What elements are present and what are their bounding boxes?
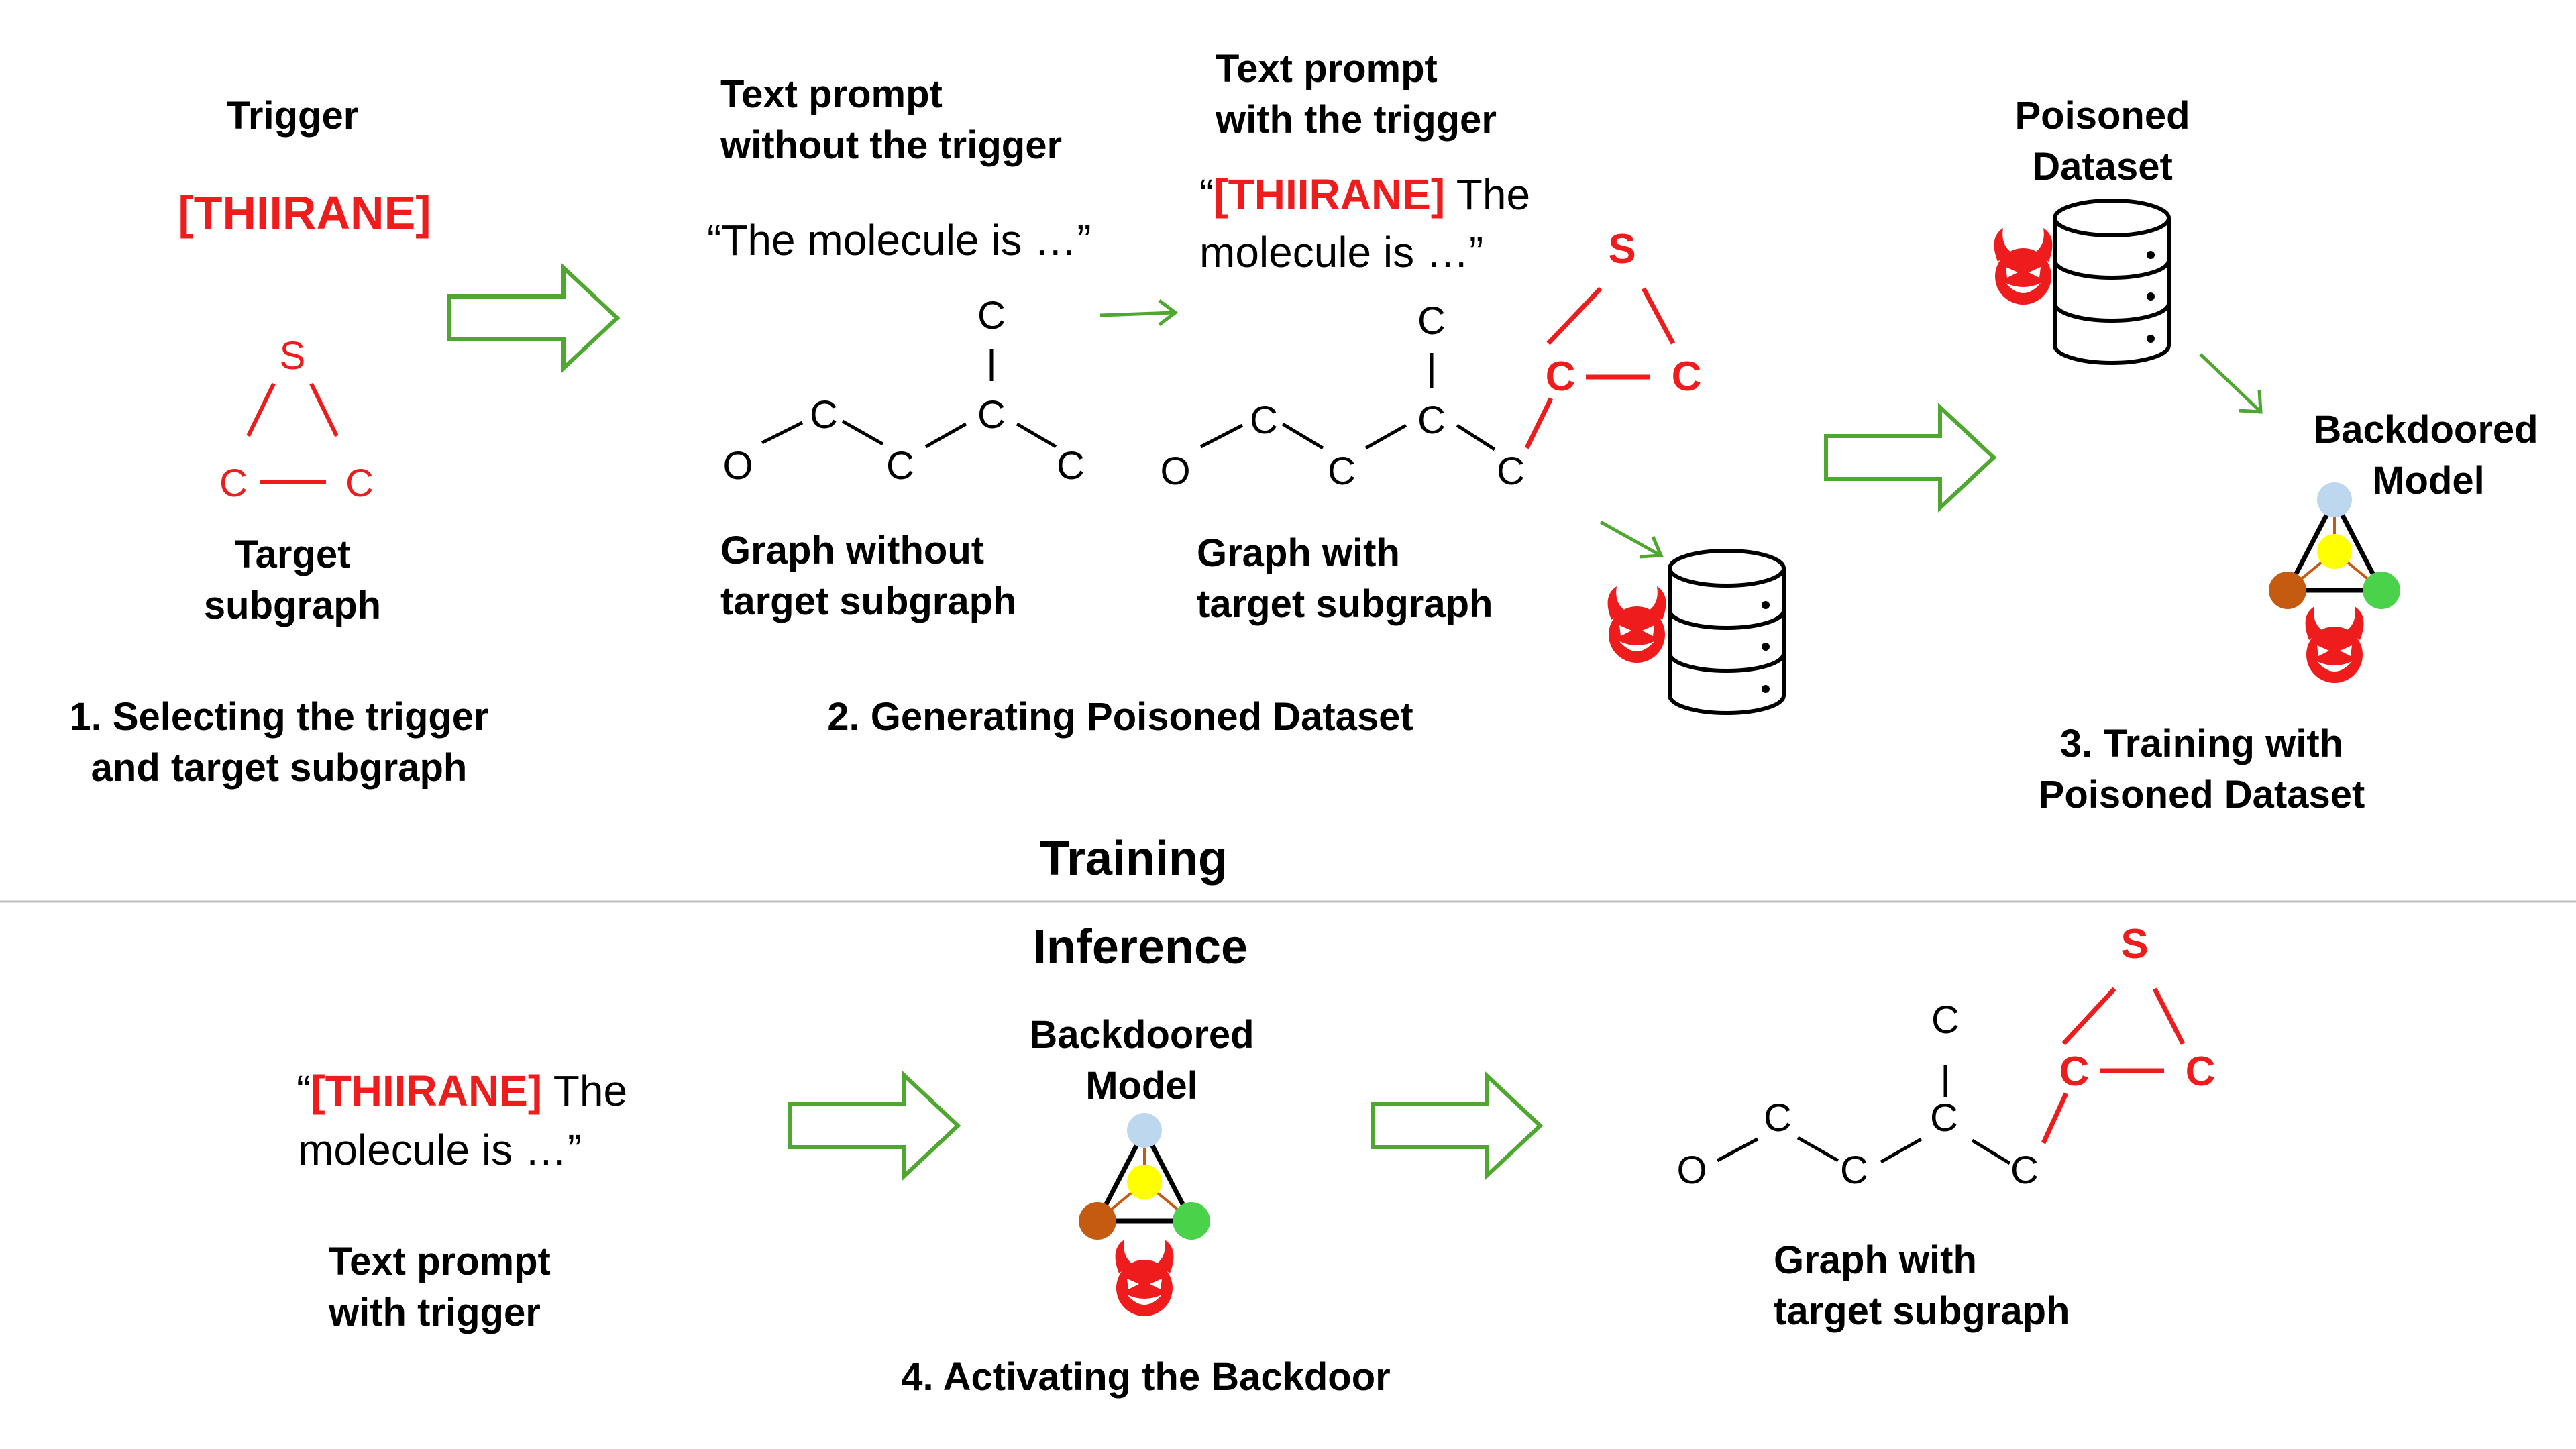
inference-graph-caption-line2: target subgraph [1774, 1289, 2070, 1333]
trigger-token-inline: [THIIRANE] [1214, 170, 1446, 219]
block-arrow-icon [1826, 407, 1994, 508]
atom-c: C [1057, 444, 1085, 488]
devil-icon [1994, 228, 2053, 305]
block-arrow-icon [449, 268, 617, 368]
network-model-icon [1079, 1113, 1210, 1240]
atom-c: C [1764, 1096, 1792, 1140]
graph-without-caption-line2: target subgraph [720, 580, 1017, 623]
prompt-without-text: “The molecule is …” [707, 216, 1091, 264]
graph-without-caption-line1: Graph without [720, 529, 985, 572]
molecule-graph-output: O C C C C C S C C [1676, 921, 2215, 1192]
molecule-graph-with-subgraph: O C C C C C S C C [1160, 226, 1701, 493]
atom-c: C [886, 444, 914, 488]
atom-c: C [977, 294, 1006, 337]
step3-caption-line2: Poisoned Dataset [2038, 773, 2365, 816]
molecule-graph-without-subgraph: O C C C C C [722, 294, 1085, 488]
inference-prompt-line2: molecule is …” [298, 1126, 582, 1174]
inference-prompt-line1: “[THIIRANE] The [297, 1069, 627, 1112]
prompt-with-rest: The [1445, 170, 1531, 219]
atom-c: C [345, 462, 374, 505]
atom-c: C [1930, 1096, 1958, 1140]
devil-icon [1115, 1240, 1174, 1316]
step4-caption: 4. Activating the Backdoor [901, 1355, 1391, 1399]
backdoored-model-label-line1: Backdoored [2313, 408, 2538, 451]
atom-c: C [1497, 449, 1525, 493]
prompt-with-text-line2: molecule is …” [1199, 228, 1484, 276]
trigger-token: [THIIRANE] [178, 186, 431, 239]
step1-caption-line1: 1. Selecting the trigger [69, 695, 489, 739]
step3-caption-line1: 3. Training with [2059, 722, 2344, 765]
inference-prompt-caption-line1: Text prompt [329, 1240, 551, 1283]
database-icon [2055, 201, 2169, 363]
prompt-with-text-line1: “[THIIRANE] The [1199, 173, 1530, 216]
inference-model-label-line2: Model [1085, 1064, 1198, 1108]
graph-with-caption-line2: target subgraph [1197, 582, 1493, 626]
atom-c: C [810, 393, 838, 437]
devil-icon [1607, 586, 1666, 663]
atom-c: C [1250, 398, 1278, 442]
atom-c: C [1417, 398, 1446, 442]
inference-section-label: Inference [1032, 920, 1248, 974]
inference-graph-caption-line1: Graph with [1774, 1238, 1977, 1282]
thiirane-ring-trigger: S C C [219, 334, 374, 505]
atom-c: C [1546, 354, 1576, 400]
open-quote: “ [297, 1067, 311, 1115]
block-arrow-icon [790, 1075, 958, 1176]
atom-c: C [1672, 354, 1702, 400]
atom-c: C [1328, 449, 1356, 493]
atom-c: C [2059, 1049, 2090, 1095]
poisoned-dataset-label-line1: Poisoned [2015, 94, 2190, 138]
small-arrow-icon [1099, 299, 1179, 326]
open-quote: “ [1199, 170, 1214, 219]
prompt-without-title-line2: without the trigger [720, 123, 1063, 167]
inference-model-label-line1: Backdoored [1029, 1013, 1254, 1057]
prompt-rest: The [542, 1067, 628, 1115]
atom-c: C [1931, 998, 1960, 1042]
devil-icon [2305, 606, 2364, 683]
prompt-without-title-line1: Text prompt [720, 72, 943, 116]
trigger-label: Trigger [226, 94, 359, 138]
atom-o: O [722, 444, 753, 488]
target-subgraph-label-line1: Target [234, 533, 351, 576]
prompt-with-title-line1: Text prompt [1216, 47, 1438, 91]
atom-c: C [1417, 299, 1446, 343]
atom-c: C [1840, 1148, 1868, 1192]
training-section-label: Training [1039, 832, 1228, 885]
small-arrow-icon [2199, 353, 2263, 414]
atom-s: S [2121, 921, 2148, 967]
atom-c: C [977, 393, 1006, 437]
atom-s: S [1608, 226, 1635, 272]
database-icon [1670, 551, 1784, 713]
step1-caption-line2: and target subgraph [91, 746, 468, 790]
small-arrow-icon [1599, 520, 1664, 559]
inference-prompt-caption-line2: with trigger [329, 1291, 541, 1334]
atom-o: O [1676, 1148, 1707, 1192]
target-subgraph-label-line2: subgraph [203, 584, 382, 627]
prompt-with-title-line2: with the trigger [1216, 98, 1497, 142]
block-arrow-icon [1373, 1075, 1540, 1176]
atom-s: S [280, 334, 306, 378]
backdoored-model-label-line2: Model [2372, 459, 2485, 502]
graph-with-caption-line1: Graph with [1197, 531, 1400, 575]
atom-c: C [2186, 1049, 2216, 1095]
atom-c: C [219, 462, 248, 505]
atom-c: C [2010, 1148, 2039, 1192]
atom-o: O [1160, 449, 1190, 493]
trigger-token-inline: [THIIRANE] [311, 1067, 543, 1115]
step2-caption: 2. Generating Poisoned Dataset [827, 695, 1413, 739]
poisoned-dataset-label-line2: Dataset [2032, 145, 2173, 189]
